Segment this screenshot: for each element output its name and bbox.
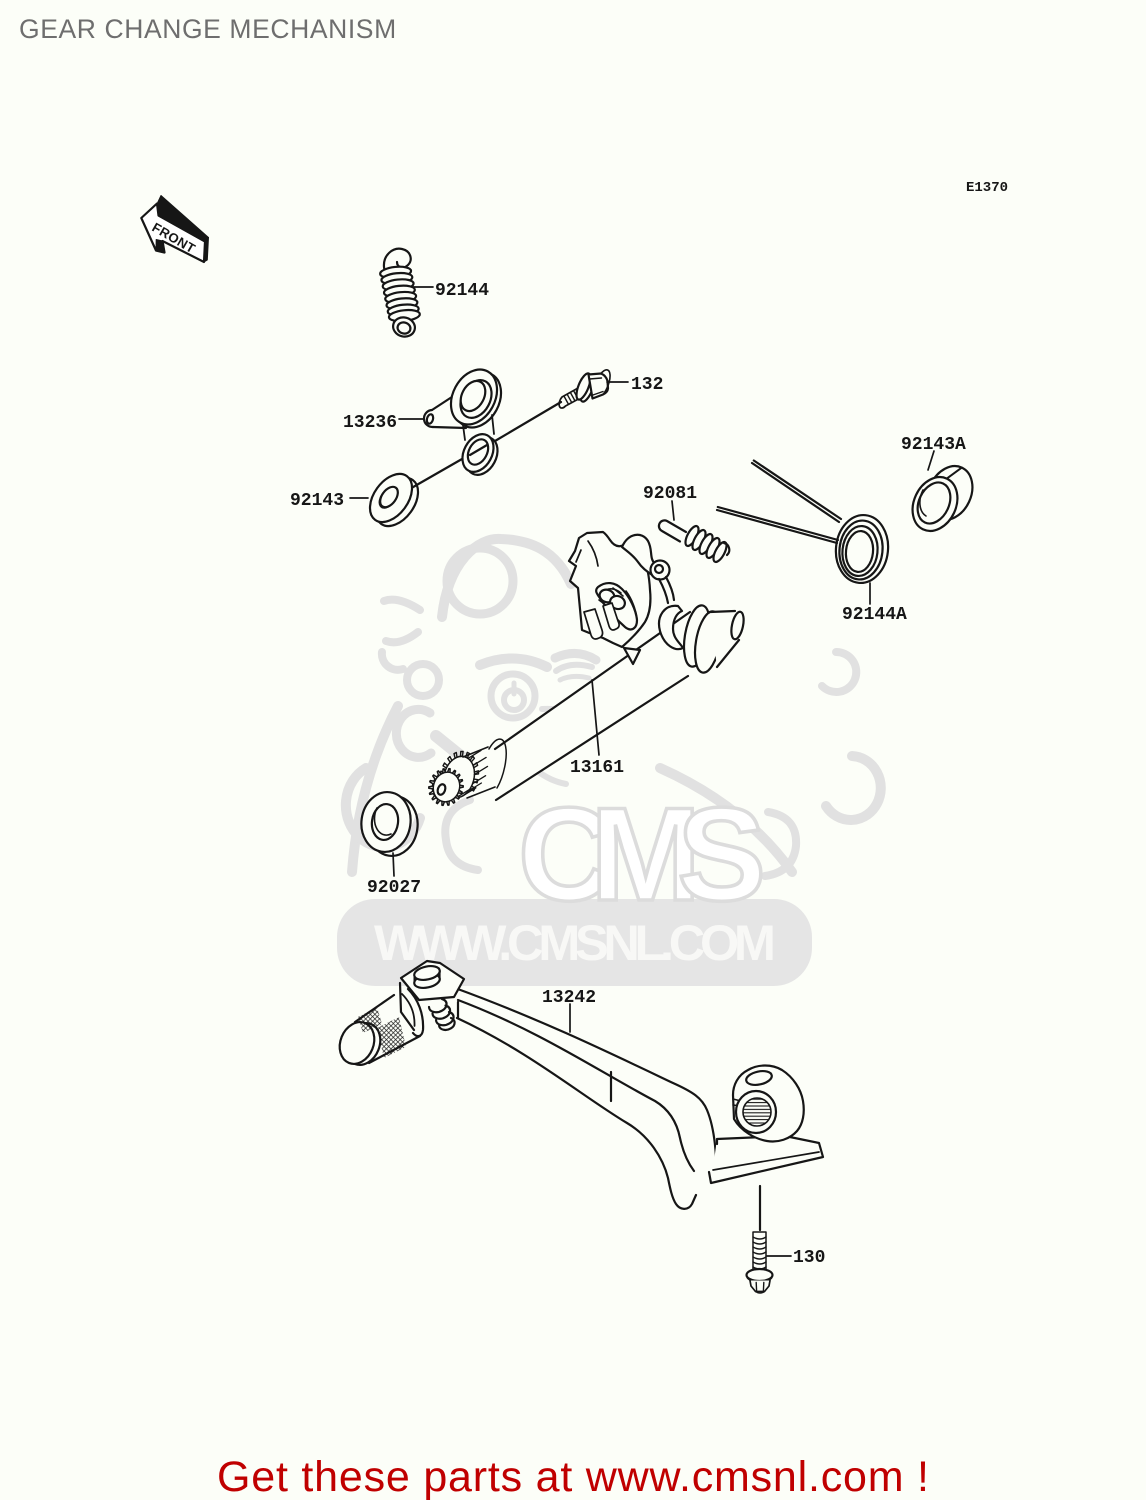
svg-text:92144A: 92144A	[842, 605, 907, 625]
svg-text:92143: 92143	[290, 491, 344, 511]
svg-text:GEAR CHANGE MECHANISM: GEAR CHANGE MECHANISM	[19, 14, 397, 44]
svg-text:13161: 13161	[570, 758, 624, 778]
svg-text:13242: 13242	[542, 988, 596, 1008]
svg-text:92143A: 92143A	[901, 435, 966, 455]
svg-text:Get these parts at www.cmsnl.c: Get these parts at www.cmsnl.com !	[217, 1453, 929, 1500]
svg-text:130: 130	[793, 1248, 825, 1268]
svg-text:WWW.CMSNL.COM: WWW.CMSNL.COM	[374, 914, 776, 971]
svg-text:CMS: CMS	[518, 781, 766, 929]
svg-text:132: 132	[631, 375, 663, 395]
svg-text:13236: 13236	[343, 413, 397, 433]
svg-text:92027: 92027	[367, 878, 421, 898]
svg-text:92081: 92081	[643, 484, 697, 504]
svg-text:E1370: E1370	[966, 180, 1008, 196]
svg-text:92144: 92144	[435, 281, 489, 301]
